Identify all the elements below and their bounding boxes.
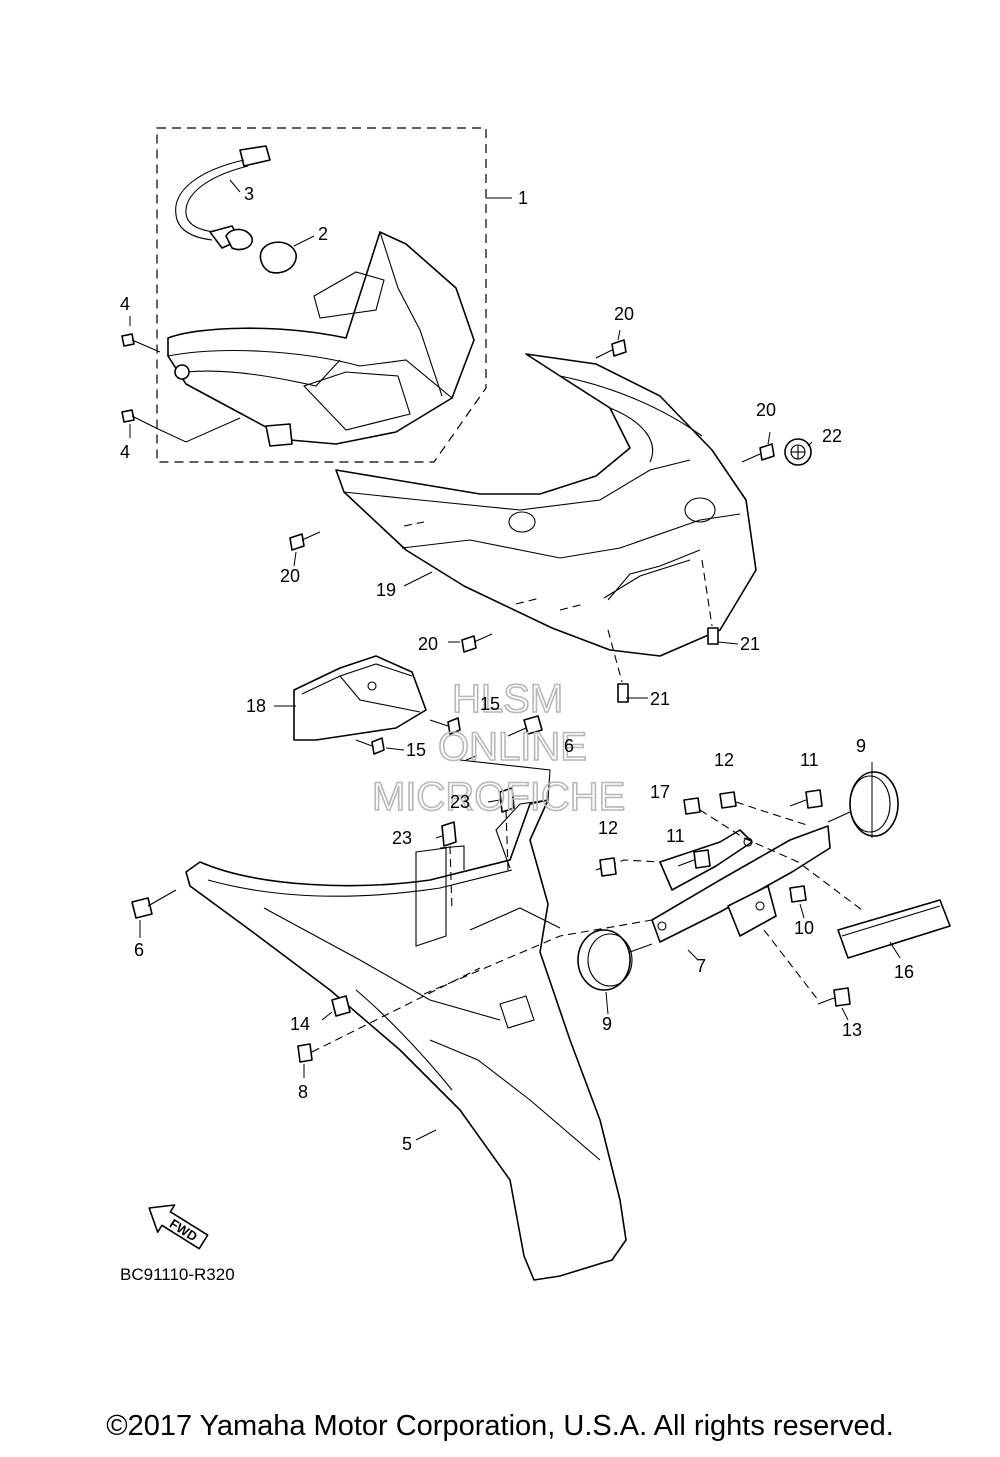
rear-fender-part [185, 755, 627, 1281]
nut-12b [599, 857, 617, 877]
cover-18-part [293, 655, 427, 741]
callout-7: 7 [696, 956, 706, 976]
reflector-9b [577, 929, 653, 991]
callout-3: 3 [244, 184, 254, 204]
callout-8: 8 [298, 1082, 308, 1102]
callout-11a: 11 [800, 750, 819, 770]
callout-19: 19 [376, 580, 396, 600]
callout-20b: 20 [756, 400, 776, 420]
callout-1: 1 [518, 188, 528, 208]
clip-23a [499, 787, 515, 871]
callout-16: 16 [894, 962, 914, 982]
rivet-21b [607, 629, 629, 703]
nut-14 [331, 995, 351, 1017]
watermark: HLSM ONLINE MICROFICHE [371, 676, 626, 820]
tail-light-housing-part [167, 231, 475, 447]
screw-15b [355, 737, 385, 755]
screw-15a [429, 717, 461, 735]
reflector-16 [837, 899, 951, 959]
callout-23b: 23 [392, 828, 412, 848]
watermark-line-1: HLSM [452, 677, 563, 721]
callout-4a: 4 [120, 294, 130, 314]
callout-13: 13 [842, 1020, 862, 1040]
callout-20d: 20 [418, 634, 438, 654]
reflector-9a [827, 771, 899, 837]
bolt-11a [789, 789, 823, 809]
rivet-21a [701, 559, 719, 645]
screw-4a [121, 333, 161, 353]
side-cover-part [335, 353, 757, 657]
callout-22: 22 [822, 426, 842, 446]
bolt-6a [507, 715, 543, 737]
bulb-part [259, 241, 297, 274]
screw-20a [595, 339, 627, 359]
callout-18: 18 [246, 696, 266, 716]
callout-20a: 20 [614, 304, 634, 324]
callout-11b: 11 [666, 826, 685, 846]
screw-4b [121, 409, 241, 443]
bolt-13 [763, 929, 851, 1007]
callout-leaders [129, 316, 901, 1141]
wire-harness-part [175, 145, 271, 251]
callout-14: 14 [290, 1014, 310, 1034]
callout-4b: 4 [120, 442, 130, 462]
callout-5: 5 [402, 1134, 412, 1154]
screw-20c [289, 531, 321, 551]
diagram-code: BC91110-R320 [120, 1265, 235, 1284]
callout-10: 10 [794, 918, 814, 938]
callout-6a: 6 [564, 736, 574, 756]
callout-21b: 21 [650, 689, 670, 709]
callout-17: 17 [650, 782, 670, 802]
screw-20b [741, 443, 775, 463]
callout-9b: 9 [602, 1014, 612, 1034]
callout-15a: 15 [480, 694, 500, 714]
callout-15b: 15 [406, 740, 426, 760]
washer-17 [683, 797, 863, 911]
callout-labels: 1 2 3 4 4 20 20 22 20 19 20 21 21 18 15 … [120, 184, 914, 1154]
copyright-notice: ©2017 Yamaha Motor Corporation, U.S.A. A… [106, 1410, 894, 1442]
bolt-11b [677, 849, 711, 869]
watermark-line-2: ONLINE [438, 725, 587, 769]
callout-12a: 12 [714, 750, 734, 770]
callout-23a: 23 [450, 792, 470, 812]
tail-light-assembly-outline [156, 127, 487, 463]
callout-9a: 9 [856, 736, 866, 756]
callout-21a: 21 [740, 634, 760, 654]
bolt-6b [131, 889, 177, 919]
callout-20c: 20 [280, 566, 300, 586]
callout-12b: 12 [598, 818, 618, 838]
callout-2: 2 [318, 224, 328, 244]
forward-direction-arrow: FWD [148, 1204, 209, 1250]
watermark-line-3: MICROFICHE [372, 775, 625, 819]
callout-6b: 6 [134, 940, 144, 960]
emblem-part [784, 438, 812, 466]
clip-23b [441, 821, 457, 911]
bolt-10 [789, 885, 807, 903]
nut-12a [719, 791, 811, 827]
screw-20d [461, 633, 493, 653]
